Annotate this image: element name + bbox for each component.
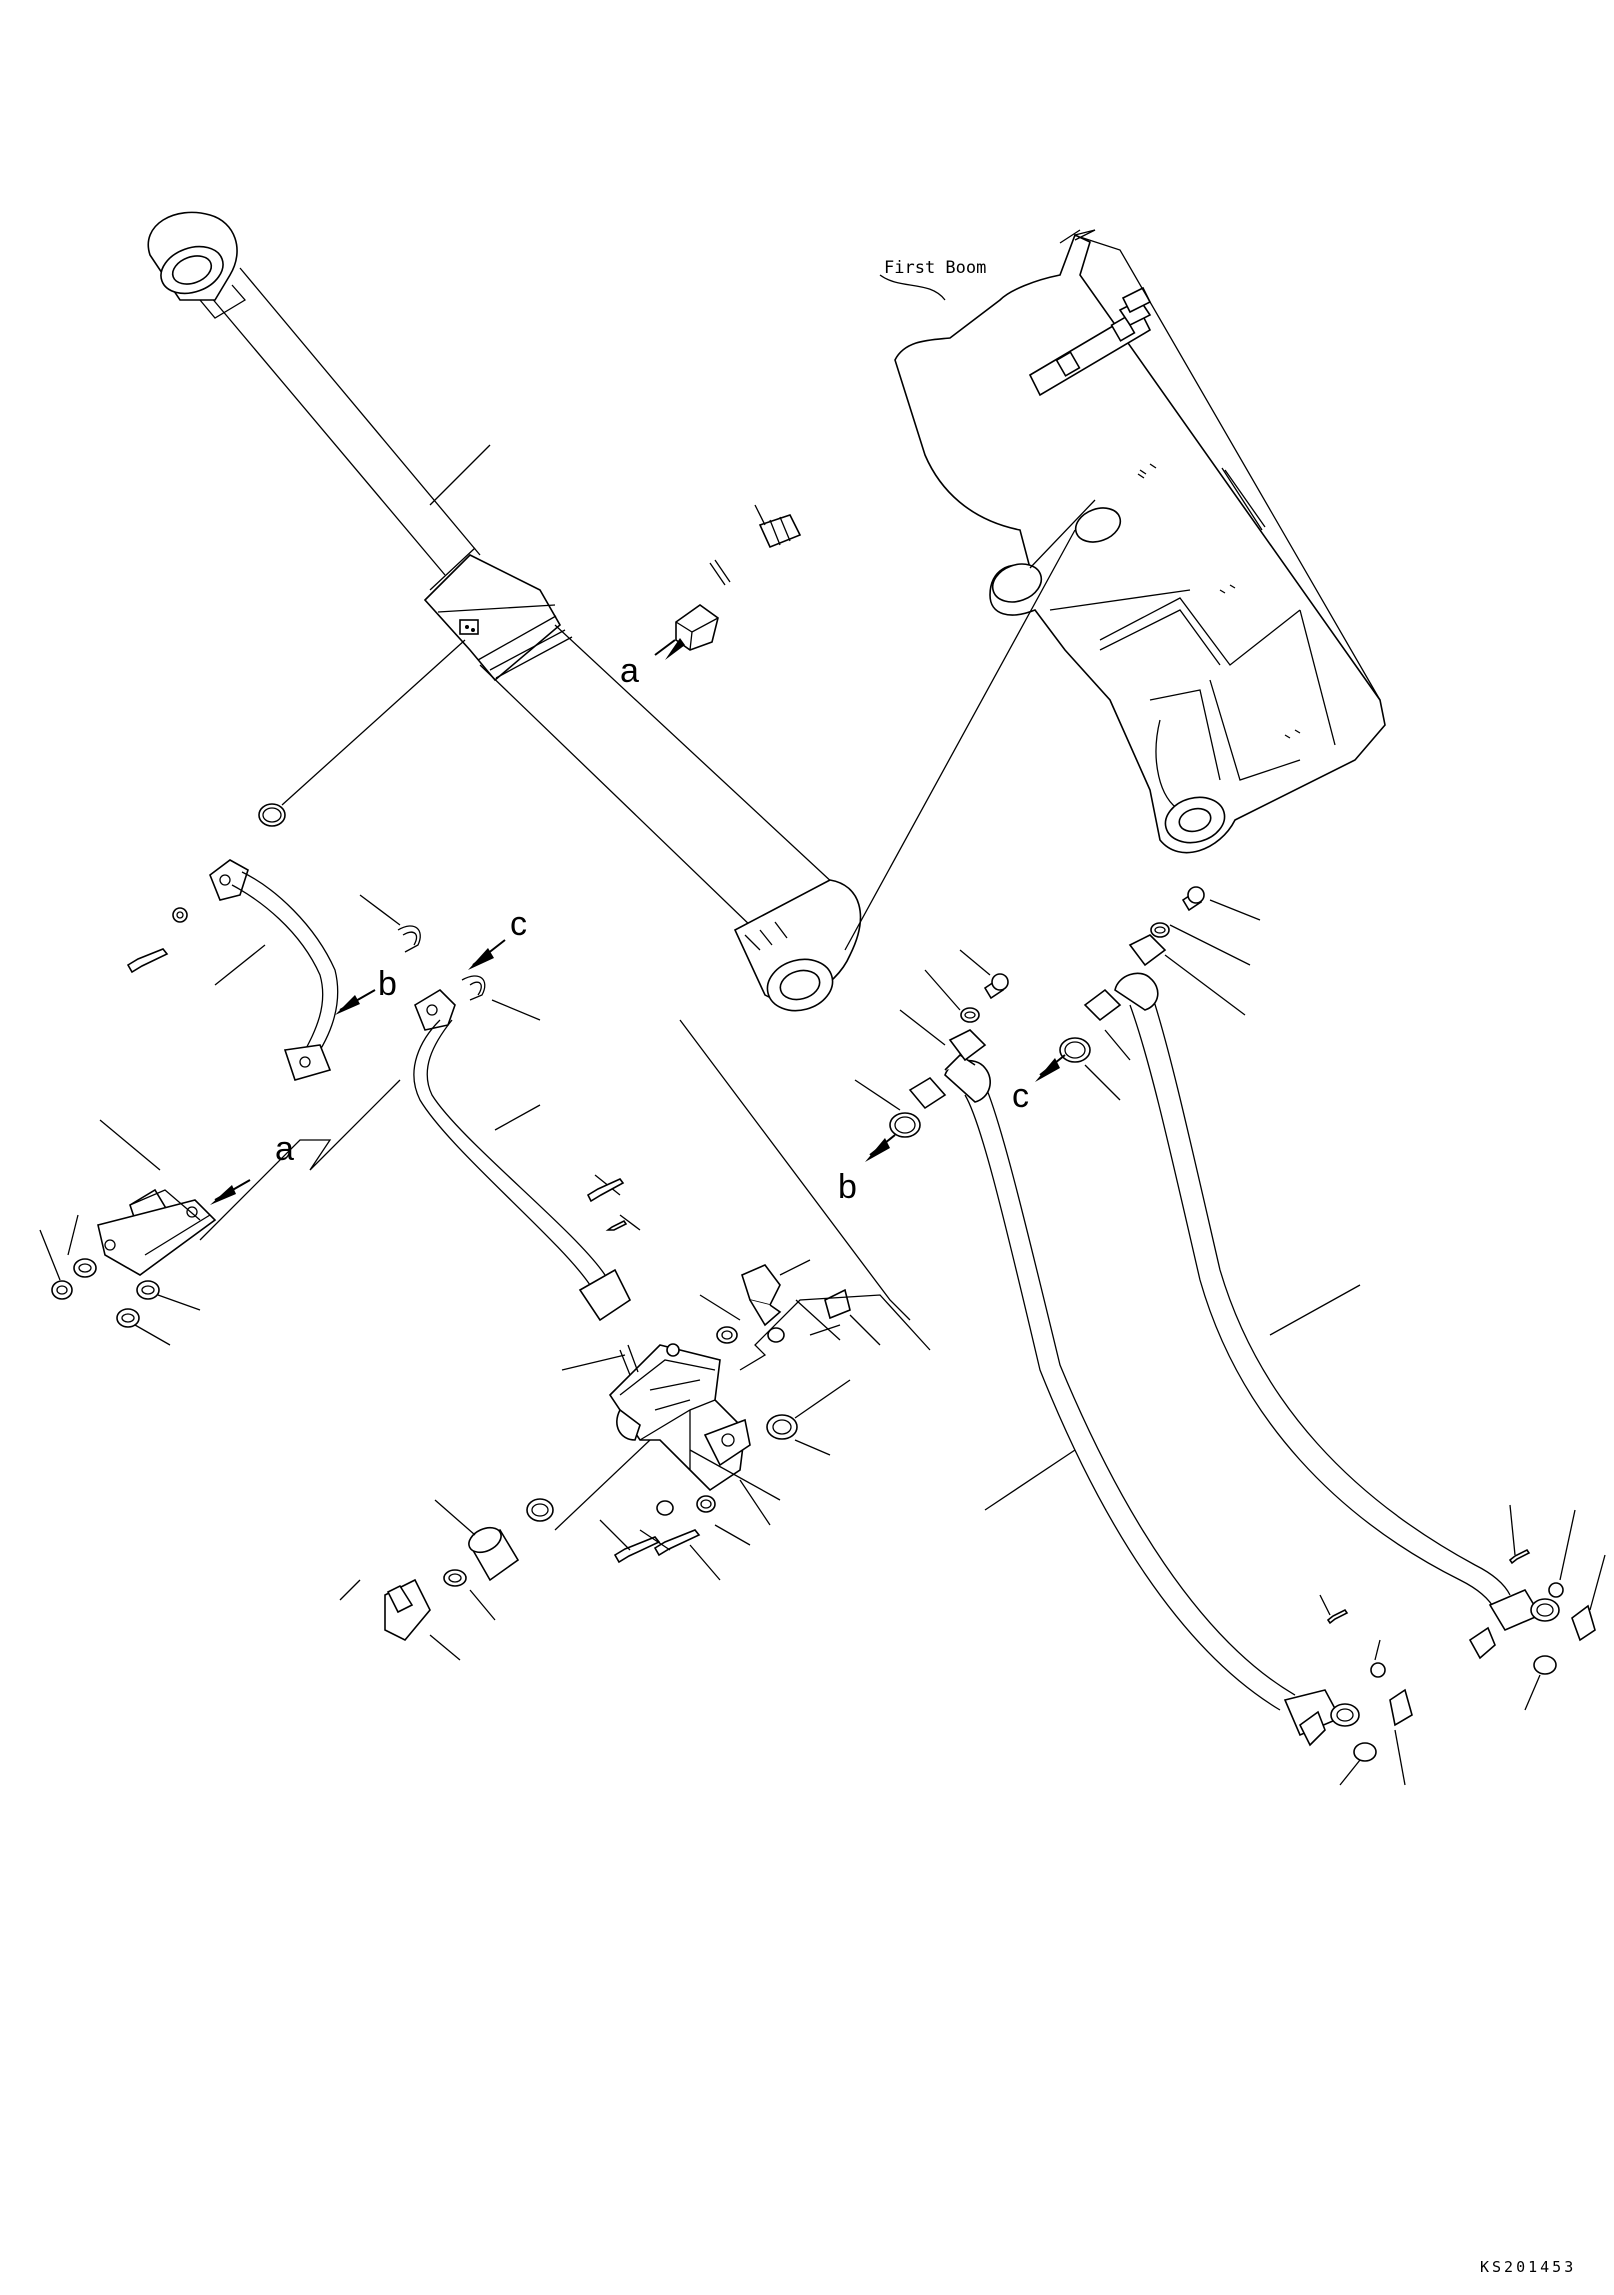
first-boom bbox=[894, 229, 1386, 854]
letter-a-upper: a bbox=[620, 652, 639, 690]
pipe-upper-left bbox=[97, 859, 421, 1276]
boom-cylinder bbox=[147, 211, 862, 1012]
boom-label: First Boom bbox=[884, 258, 986, 278]
hydraulic-valve bbox=[608, 1343, 751, 1492]
pipe-lower-left bbox=[413, 975, 632, 1322]
hose-left bbox=[944, 1053, 1360, 1737]
letter-c-right: c bbox=[1012, 1077, 1029, 1115]
letter-c-left: c bbox=[510, 905, 527, 943]
hose-right bbox=[1114, 972, 1560, 1632]
letter-b-left: b bbox=[378, 965, 397, 1003]
drawing-code: KS201453 bbox=[1480, 2258, 1576, 2276]
valve-block-small bbox=[675, 504, 802, 651]
letter-b-right: b bbox=[838, 1168, 857, 1206]
letter-a-lower: a bbox=[275, 1130, 294, 1168]
